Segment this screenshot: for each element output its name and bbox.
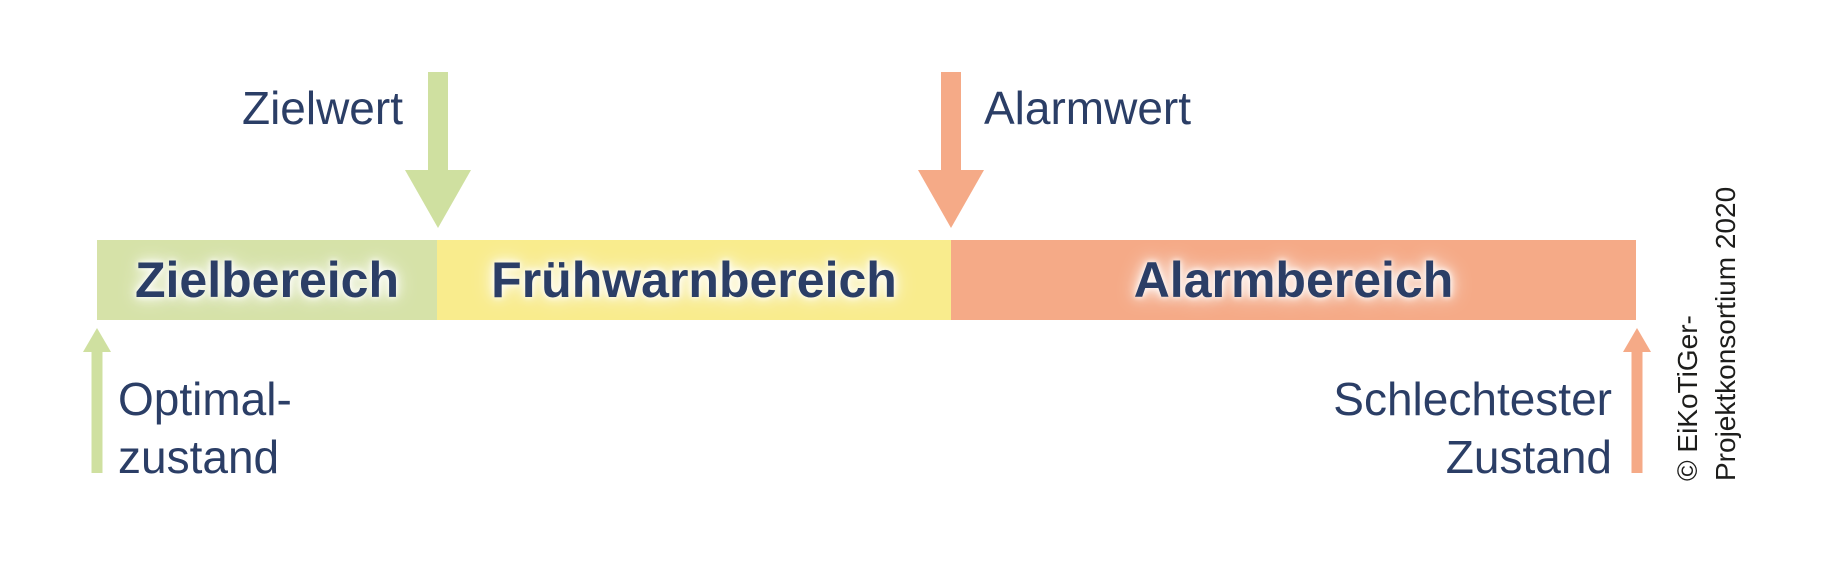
alarmwert-label: Alarmwert <box>984 82 1192 134</box>
worst-arrow-up-icon <box>1623 328 1651 473</box>
zone-zielbereich-label: Zielbereich <box>135 252 399 308</box>
worst-state-label: Schlechtester Zustand <box>1333 370 1612 486</box>
copyright-credit-text: © EiKoTiGer- Projektkonsortium 2020 <box>1669 133 1745 481</box>
zone-alarmbereich: Alarmbereich <box>951 240 1636 320</box>
optimal-state-label: Optimal- zustand <box>118 370 292 486</box>
worst-state-line1: Schlechtester <box>1333 373 1612 425</box>
copyright-credit-line2: Projektkonsortium 2020 <box>1710 186 1741 481</box>
zone-zielbereich: Zielbereich <box>97 240 437 320</box>
zielwert-label: Zielwert <box>241 82 403 134</box>
worst-state-line2: Zustand <box>1445 431 1612 483</box>
copyright-credit-line1: © EiKoTiGer- <box>1672 315 1703 481</box>
optimal-arrow-up-icon <box>83 328 111 473</box>
zielwert-arrow-down-icon <box>405 72 471 228</box>
zone-alarmbereich-label: Alarmbereich <box>1133 252 1454 308</box>
copyright-credit: © EiKoTiGer- Projektkonsortium 2020 <box>1669 133 1749 481</box>
alarmwert-arrow-down-icon <box>918 72 984 228</box>
zone-fruehwarnbereich-label: Frühwarnbereich <box>491 252 897 308</box>
optimal-state-line2: zustand <box>118 431 280 483</box>
zone-fruehwarnbereich: Frühwarnbereich <box>437 240 951 320</box>
range-bar: Zielbereich Frühwarnbereich Alarmbereich <box>97 240 1636 320</box>
optimal-state-line1: Optimal- <box>118 373 292 425</box>
